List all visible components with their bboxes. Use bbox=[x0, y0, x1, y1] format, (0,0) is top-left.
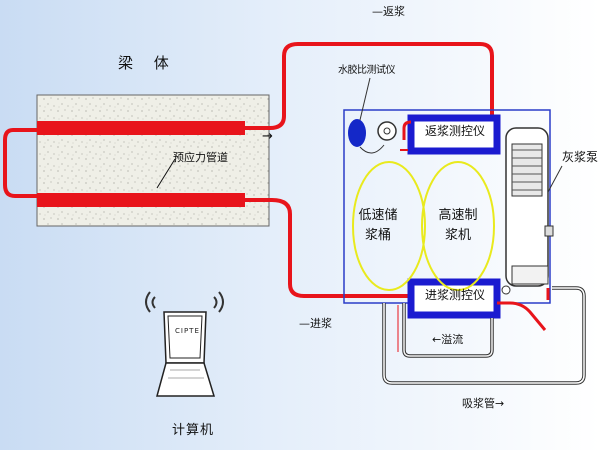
inlet-controller-label: 进浆测控仪 bbox=[424, 288, 485, 302]
duct-end-loop bbox=[2, 128, 37, 198]
computer-label: 计算机 bbox=[172, 423, 215, 438]
high-speed-mixer bbox=[421, 161, 495, 291]
laptop-icon bbox=[156, 311, 216, 397]
meter-body bbox=[348, 119, 366, 147]
pump-feed-pipe bbox=[497, 301, 547, 331]
water-cement-meter-label: 水胶比测试仪 bbox=[338, 65, 396, 76]
overflow-pipe-inner bbox=[403, 303, 493, 357]
pump-base bbox=[511, 265, 549, 285]
suction-pipe-inner bbox=[383, 287, 585, 384]
duct-leader bbox=[156, 158, 176, 189]
meter-cable bbox=[359, 144, 385, 154]
pump-outlet bbox=[501, 285, 511, 295]
inlet-pipe bbox=[245, 198, 416, 298]
meter-elbow bbox=[402, 120, 412, 140]
inlet-flow-label: —进浆 bbox=[299, 317, 332, 330]
return-controller-label: 返浆测控仪 bbox=[424, 124, 485, 138]
flow-arrow: → bbox=[262, 129, 273, 144]
meter-leader bbox=[359, 77, 371, 121]
pump-motor bbox=[511, 143, 543, 197]
overflow-label: ←溢流 bbox=[432, 333, 464, 346]
duct-label: 预应力管道 bbox=[173, 151, 228, 164]
suction-pipe-label: 吸浆管→ bbox=[462, 397, 505, 410]
high-speed-mixer-label: 高速制浆机 bbox=[438, 208, 478, 243]
beam-label: 梁 体 bbox=[118, 54, 177, 72]
wireless-signal-left-icon bbox=[145, 291, 156, 313]
duct-lower bbox=[37, 193, 245, 207]
wireless-signal-right-icon bbox=[213, 291, 224, 313]
return-pipe bbox=[245, 42, 494, 130]
low-speed-drum bbox=[352, 161, 426, 291]
inlet-controller-box bbox=[407, 278, 501, 319]
return-flow-label: —返浆 bbox=[372, 5, 405, 18]
laptop-screen-text: CIPTE bbox=[175, 327, 200, 335]
grout-pump-label: 灰浆泵 bbox=[562, 150, 599, 164]
low-speed-drum-label: 低速储浆桶 bbox=[358, 208, 398, 243]
return-controller-box bbox=[407, 114, 501, 155]
duct-upper bbox=[37, 121, 245, 135]
pump-valve bbox=[544, 225, 554, 237]
meter-dial-center bbox=[383, 127, 391, 135]
pump-leader bbox=[547, 165, 563, 193]
